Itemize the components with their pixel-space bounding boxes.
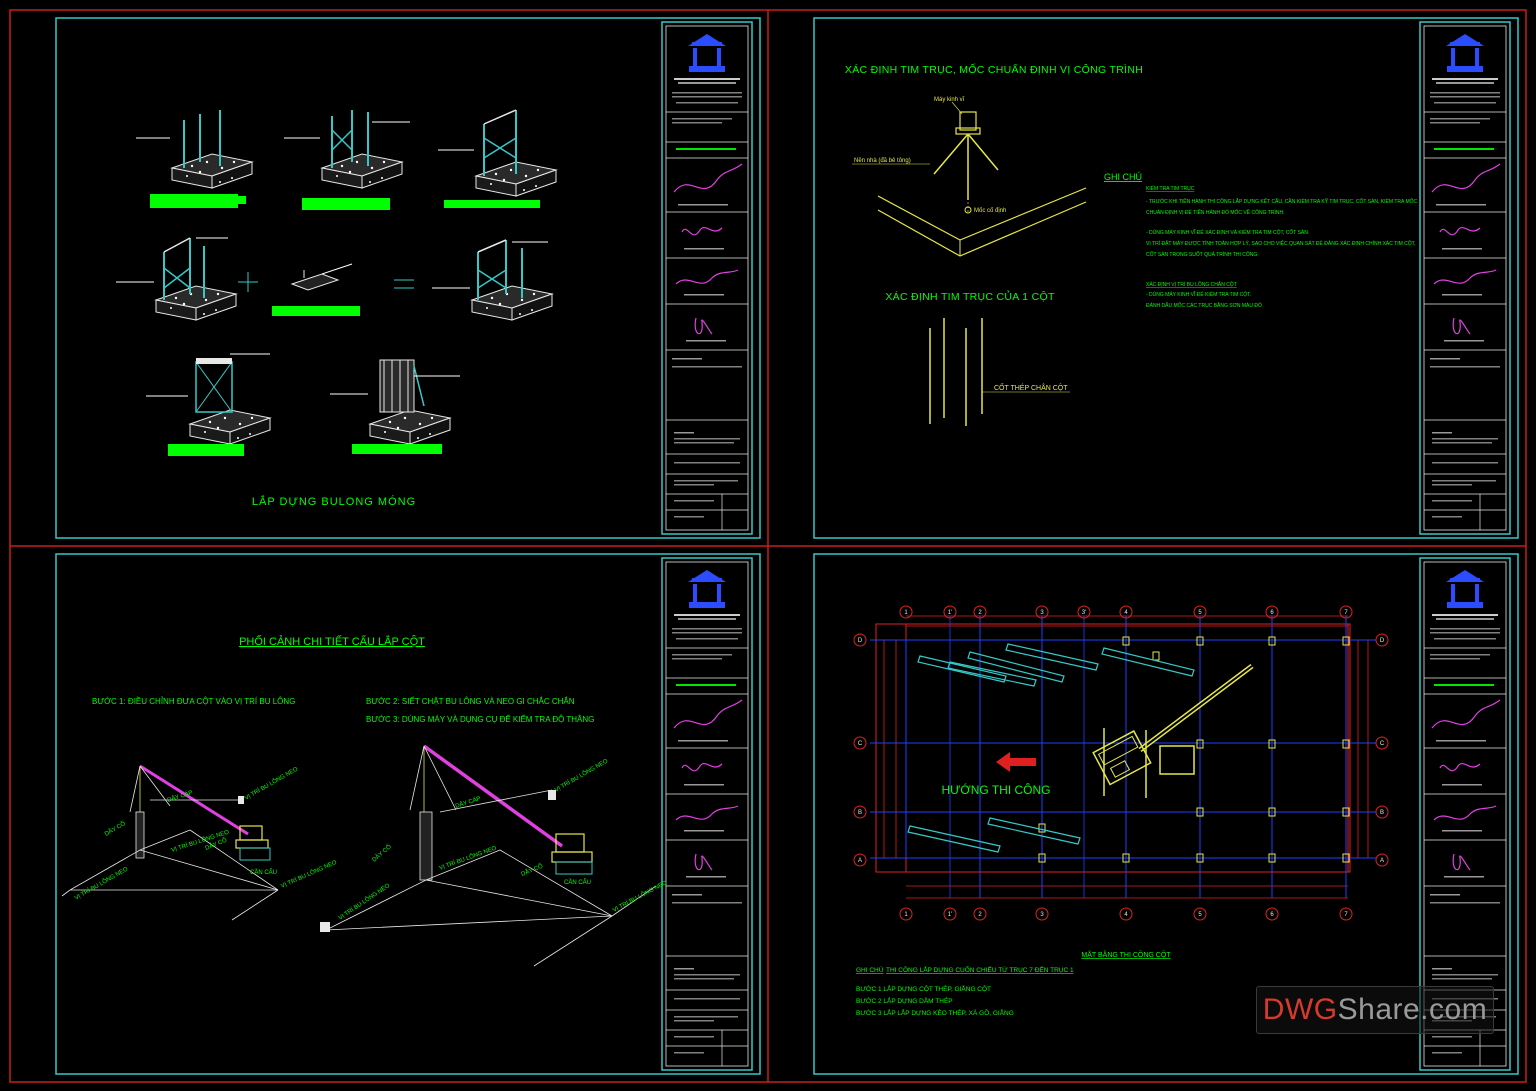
svg-text:5: 5 <box>1198 912 1202 918</box>
note-line: CỐT SÀN TRONG SUỐT QUÁ TRÌNH THI CÔNG. <box>1146 251 1259 258</box>
svg-text:VỊ TRÍ BU LÔNG NEO: VỊ TRÍ BU LÔNG NEO <box>280 859 338 890</box>
svg-text:1': 1' <box>948 912 952 918</box>
title-block-1 <box>661 21 753 535</box>
note-subheading-1: KIỂM TRA TIM TRỤC <box>1146 185 1195 192</box>
column-markers <box>1038 636 1350 863</box>
outer-frame <box>9 9 1527 1083</box>
green-label-bar <box>150 194 238 208</box>
crane-scene-2-labels: DÂY CÁP VỊ TRÍ BU LÔNG NEO DÂY CỐ DÂY CỐ… <box>337 757 668 921</box>
svg-text:CẦN CẨU: CẦN CẨU <box>564 879 591 886</box>
note-step: BƯỚC 1 LẮP DỰNG CỘT THÉP, GIẰNG CỘT <box>856 984 991 993</box>
crane-scene-1 <box>61 764 279 921</box>
note-subheading-2: XÁC ĐỊNH VỊ TRÍ BU LÔNG CHÂN CỘT <box>1146 281 1237 288</box>
column-axis-title: XÁC ĐỊNH TIM TRỤC CỦA 1 CỘT <box>885 290 1055 303</box>
svg-text:VỊ TRÍ BU LÔNG NEO: VỊ TRÍ BU LÔNG NEO <box>554 757 610 793</box>
sheet-frames <box>55 17 1519 1075</box>
svg-text:DÂY CỐ: DÂY CỐ <box>371 843 393 863</box>
svg-text:2: 2 <box>978 912 982 918</box>
steel-members <box>907 643 1195 853</box>
plan-crane <box>1092 664 1254 798</box>
plan-title: MẶT BẰNG THI CÔNG CỘT <box>1081 950 1171 959</box>
sheet1-drawings <box>116 109 557 456</box>
step-3: BƯỚC 3: DÙNG MÁY VÀ DỤNG CỤ ĐỂ KIỂM TRA … <box>366 715 594 724</box>
sheet2-notes: GHI CHÚ KIỂM TRA TIM TRỤC - TRƯỚC KHI TI… <box>1104 172 1418 309</box>
title-block-2 <box>1419 21 1511 535</box>
crane-scene-2 <box>320 744 657 967</box>
sheet2-title: XÁC ĐỊNH TIM TRỤC, MỐC CHUẨN ĐỊNH VỊ CÔN… <box>845 62 1143 76</box>
svg-text:6: 6 <box>1270 912 1274 918</box>
title-block-3 <box>661 557 753 1071</box>
svg-text:B: B <box>1380 810 1384 816</box>
floor-label: Nền nhà (đã bê tông) <box>854 158 911 164</box>
svg-text:4: 4 <box>1124 610 1128 616</box>
svg-text:3': 3' <box>1082 610 1086 616</box>
svg-text:VỊ TRÍ BU LÔNG NEO: VỊ TRÍ BU LÔNG NEO <box>438 845 497 872</box>
svg-text:C: C <box>858 741 863 747</box>
note-step: BƯỚC 2 LẮP DỰNG DẦM THÉP <box>856 995 953 1005</box>
note-line: - TRƯỚC KHI TIẾN HÀNH THI CÔNG LẮP DỰNG … <box>1146 197 1418 205</box>
svg-text:1': 1' <box>948 610 952 616</box>
svg-text:1: 1 <box>904 912 908 918</box>
svg-text:4: 4 <box>1124 912 1128 918</box>
svg-text:VỊ TRÍ BU LÔNG NEO: VỊ TRÍ BU LÔNG NEO <box>612 879 669 914</box>
svg-text:DÂY CỐ: DÂY CỐ <box>104 820 128 838</box>
note-line: ĐÁNH DẤU MỐC CÁC TRỤC BẰNG SƠN MÀU ĐỎ <box>1146 301 1262 309</box>
svg-text:6: 6 <box>1270 610 1274 616</box>
svg-text:C: C <box>1380 741 1385 747</box>
svg-text:7: 7 <box>1344 912 1348 918</box>
note-line: VỊ TRÍ ĐẶT MÁY ĐƯỢC TÍNH TOÁN HỢP LÝ, SA… <box>1146 239 1416 247</box>
construction-direction-label: HƯỚNG THI CÔNG <box>942 782 1051 797</box>
note-main: THI CÔNG LẮP DỰNG CUỐN CHIẾU TỪ TRỤC 7 Đ… <box>886 964 1074 974</box>
svg-text:A: A <box>1380 858 1384 864</box>
svg-text:A: A <box>858 858 862 864</box>
instrument-label: Máy kinh vĩ <box>934 97 965 103</box>
svg-text:B: B <box>858 810 862 816</box>
svg-text:3: 3 <box>1040 610 1044 616</box>
rebar-label: CỐT THÉP CHÂN CỘT <box>994 382 1068 392</box>
svg-text:VỊ TRÍ BU LÔNG NEO: VỊ TRÍ BU LÔNG NEO <box>244 765 300 801</box>
sheet1-title: LẮP DỰNG BULONG MÓNG <box>252 495 416 508</box>
svg-text:1: 1 <box>904 610 908 616</box>
step-2: BƯỚC 2: SIẾT CHẶT BU LÔNG VÀ NEO GI CHẮC… <box>366 696 575 706</box>
grid-bubbles <box>853 605 1389 921</box>
svg-text:5: 5 <box>1198 610 1202 616</box>
note-heading: GHI CHÚ <box>856 965 884 974</box>
note-step: BƯỚC 3 LẮP LẮP DỰNG KÈO THÉP, XÀ GỒ, GIẰ… <box>856 1007 1014 1017</box>
svg-text:CẦN CẨU: CẦN CẨU <box>250 869 277 876</box>
sheet4-notes: GHI CHÚ THI CÔNG LẮP DỰNG CUỐN CHIẾU TỪ … <box>856 964 1074 1017</box>
sheet3-title: PHỐI CẢNH CHI TIẾT CẨU LẮP CỘT <box>239 634 425 648</box>
svg-text:D: D <box>1380 638 1385 644</box>
mark-label: Mốc cố định <box>974 208 1006 214</box>
watermark-logo: DWGShare.com <box>1256 986 1494 1034</box>
svg-text:DÂY CÁP: DÂY CÁP <box>454 795 481 810</box>
svg-text:3: 3 <box>1040 912 1044 918</box>
svg-text:DÂY CỐ: DÂY CỐ <box>520 863 544 878</box>
rebar-drawing <box>929 318 1070 426</box>
grid-bubble-labels: 1 1' 2 3 3' 4 5 6 7 1 1' 2 3 4 5 6 7 D C… <box>858 610 1385 918</box>
note-line: CHUẨN ĐỊNH VỊ ĐỂ TIẾN HÀNH ĐỔ MỐC VỀ CÔN… <box>1146 209 1284 216</box>
note-heading: GHI CHÚ <box>1104 172 1142 182</box>
note-line: - DÙNG MÁY KINH VĨ ĐỂ XÁC ĐỊNH VÀ KIỂM T… <box>1146 229 1309 236</box>
crane-scene-1-labels: DÂY CÁP VỊ TRÍ BU LÔNG NEO DÂY CỐ DÂY CỐ… <box>74 765 339 901</box>
svg-text:D: D <box>858 638 863 644</box>
direction-arrow-icon <box>996 752 1036 772</box>
theodolite-drawing <box>852 101 1087 257</box>
svg-text:7: 7 <box>1344 610 1348 616</box>
svg-text:2: 2 <box>978 610 982 616</box>
note-line: - DÙNG MÁY KINH VĨ ĐỂ KIỂM TRA TIM CỘT. <box>1146 291 1251 298</box>
step-1: BƯỚC 1: ĐIỀU CHỈNH ĐƯA CỘT VÀO VỊ TRÍ BU… <box>92 696 295 706</box>
